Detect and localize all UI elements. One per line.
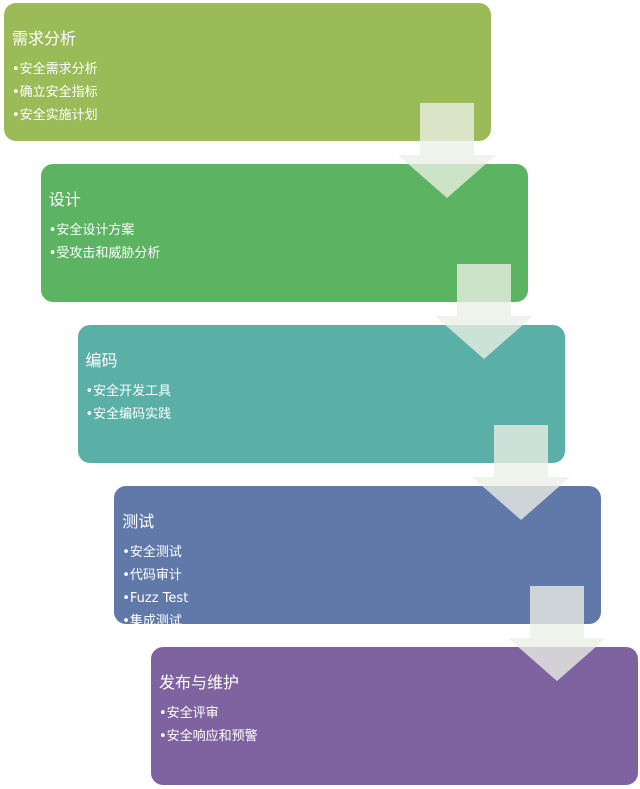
stage-items: •安全评审 •安全响应和预警 [159, 702, 258, 748]
stage-title: 需求分析 [12, 29, 77, 48]
stage-item: •确立安全指标 [12, 85, 98, 100]
stage-title: 设计 [48, 190, 81, 209]
stage-box: 测试 •安全测试 •代码审计 •Fuzz Test •集成测试 [114, 486, 602, 629]
stage-item: •Fuzz Test [122, 591, 189, 606]
stage-box: 需求分析 •安全需求分析 •确立安全指标 •安全实施计划 [4, 3, 491, 141]
stage-item: •安全编码实践 [85, 407, 172, 422]
stage-title: 发布与维护 [159, 673, 240, 692]
stage-item: •代码审计 [122, 568, 182, 583]
stage-item: •安全评审 [159, 706, 219, 721]
stage-items: •安全测试 •代码审计 •Fuzz Test •集成测试 [122, 541, 188, 633]
stage-item: •安全设计方案 [48, 223, 135, 238]
stage-item: •安全实施计划 [12, 108, 98, 123]
stage-title: 编码 [85, 351, 118, 370]
stage-items: •安全开发工具 •安全编码实践 [86, 380, 172, 426]
stage-item: •集成测试 [122, 614, 182, 629]
down-arrow-icon [398, 103, 496, 198]
down-arrow-icon [471, 425, 570, 520]
down-arrow-icon [508, 586, 607, 681]
down-arrow-icon [434, 264, 533, 359]
stage-item: •受攻击和威胁分析 [48, 246, 161, 261]
stage-items: •安全设计方案 •受攻击和威胁分析 [49, 219, 161, 265]
stage-item: •安全测试 [122, 545, 182, 560]
stage-item: •安全需求分析 [12, 62, 98, 77]
stage-item: •安全响应和预警 [159, 729, 258, 744]
stage-items: •安全需求分析 •确立安全指标 •安全实施计划 [12, 58, 98, 127]
stage-item: •安全开发工具 [85, 384, 172, 399]
stage-title: 测试 [122, 512, 155, 531]
